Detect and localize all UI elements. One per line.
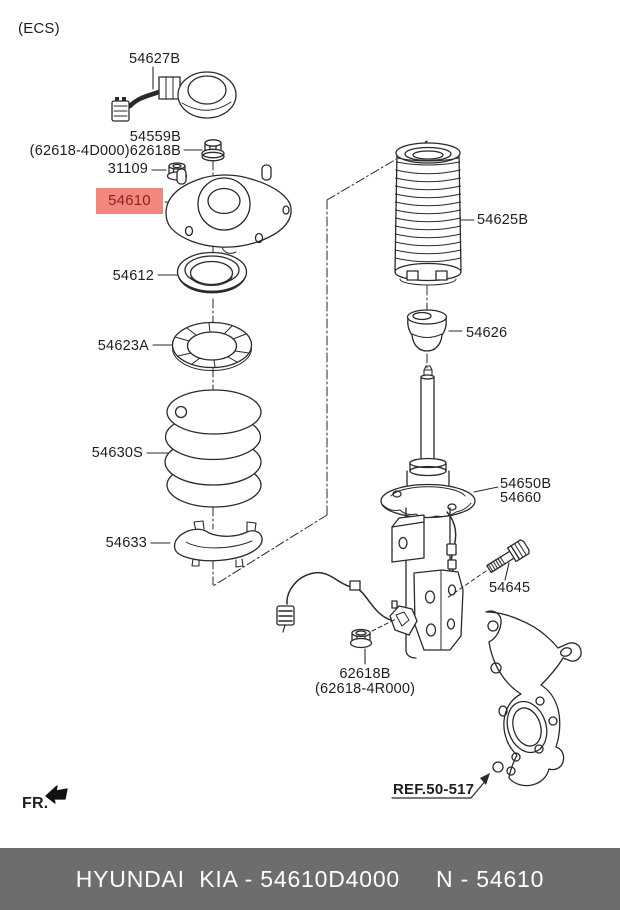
lower-nut-drawing bbox=[349, 618, 397, 665]
part-label-62618B[interactable]: 62618B bbox=[339, 666, 391, 682]
highlighted-part-label-54610[interactable]: 54610 bbox=[96, 188, 163, 214]
part-label-54559B[interactable]: 54559B bbox=[129, 129, 181, 145]
bolt-drawing bbox=[446, 539, 530, 599]
strut-insulator-drawing bbox=[164, 164, 292, 254]
dust-cover-drawing bbox=[394, 142, 475, 286]
part-label-54633[interactable]: 54633 bbox=[105, 535, 147, 551]
footer-n-number: N - 54610 bbox=[436, 865, 545, 892]
ecs-sensor-drawing bbox=[111, 66, 237, 122]
part-label-62618-4R000[interactable]: (62618-4R000) bbox=[315, 681, 416, 697]
part-label-54645[interactable]: 54645 bbox=[489, 580, 531, 596]
footer-brand-part-code: HYUNDAI KIA - 54610D4000 bbox=[75, 865, 401, 892]
ref-leader-arrow bbox=[391, 773, 490, 799]
part-label-54626[interactable]: 54626 bbox=[466, 325, 508, 341]
part-label-62618-4D000[interactable]: (62618-4D000)62618B bbox=[29, 143, 181, 159]
bearing-drawing bbox=[157, 251, 248, 294]
footer-bar: HYUNDAI KIA - 54610D4000 N - 54610 bbox=[0, 848, 620, 910]
part-label-54625B[interactable]: 54625B bbox=[477, 212, 529, 228]
reference-label[interactable]: REF.50-517 bbox=[393, 781, 475, 798]
spring-seat-drawing bbox=[152, 321, 253, 371]
strut-mount-nut-drawing bbox=[183, 139, 225, 162]
part-label-54623A[interactable]: 54623A bbox=[97, 338, 149, 354]
part-label-54627B[interactable]: 54627B bbox=[129, 51, 181, 67]
part-label-54650B[interactable]: 54650B bbox=[500, 476, 552, 492]
part-label-31109[interactable]: 31109 bbox=[107, 161, 148, 177]
strut-drawing bbox=[276, 365, 499, 659]
bumper-drawing bbox=[406, 309, 463, 352]
ecs-note: (ECS) bbox=[18, 20, 60, 37]
coil-spring-drawing bbox=[146, 389, 262, 508]
part-label-54660[interactable]: 54660 bbox=[500, 490, 542, 506]
part-label-54630S[interactable]: 54630S bbox=[91, 445, 143, 461]
front-marker-label: FR. bbox=[22, 795, 49, 812]
diagram-canvas bbox=[45, 66, 582, 804]
knuckle-drawing bbox=[485, 610, 582, 787]
spring-pad-drawing bbox=[150, 520, 263, 568]
front-direction-arrow-icon bbox=[45, 785, 68, 804]
part-label-54612[interactable]: 54612 bbox=[112, 268, 154, 284]
